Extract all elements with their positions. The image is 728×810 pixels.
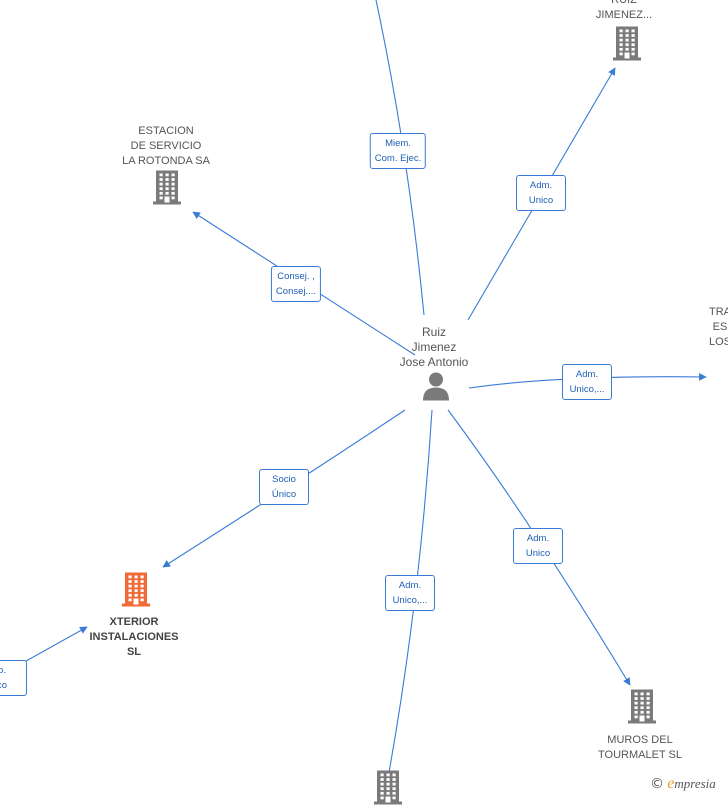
edge-label-estacion[interactable]: Consej. , Consej....: [270, 266, 322, 302]
building-icon[interactable]: [613, 26, 641, 66]
company-label-xterior[interactable]: XTERIOR INSTALACIONES SL: [89, 616, 179, 658]
edge-label-bottom[interactable]: Adm. Unico,...: [385, 575, 435, 611]
company-label-estacion[interactable]: ESTACION DE SERVICIO LA ROTONDA SA: [122, 125, 210, 167]
building-icon[interactable]: [153, 170, 181, 210]
building-icon[interactable]: [374, 770, 402, 810]
person-icon[interactable]: [421, 371, 451, 406]
brand-name: mpresia: [674, 776, 716, 791]
company-label-top-right[interactable]: RUIZ JIMENEZ...: [595, 0, 653, 21]
edge-label-right[interactable]: Adm. Unico,...: [562, 364, 612, 400]
building-icon[interactable]: [628, 689, 656, 729]
company-label-right[interactable]: TRA ES LOS: [708, 306, 728, 348]
brand-initial: e: [667, 775, 675, 792]
edge-label-xterior-left[interactable]: o. co: [0, 660, 27, 696]
edge-label-top-right[interactable]: Adm. Unico: [516, 175, 566, 211]
person-label[interactable]: Ruiz Jimenez Jose Antonio: [399, 325, 469, 369]
empresia-logo: © empresia: [650, 775, 716, 793]
edge-label-muros[interactable]: Adm. Unico: [513, 528, 563, 564]
company-label-muros[interactable]: MUROS DEL TOURMALET SL: [598, 734, 682, 761]
edge-label-xterior[interactable]: Socio Único: [259, 469, 309, 505]
copyright-symbol: ©: [650, 776, 664, 792]
edge-label-top[interactable]: Miem. Com. Ejec.: [369, 133, 427, 169]
building-icon[interactable]: [122, 572, 150, 612]
